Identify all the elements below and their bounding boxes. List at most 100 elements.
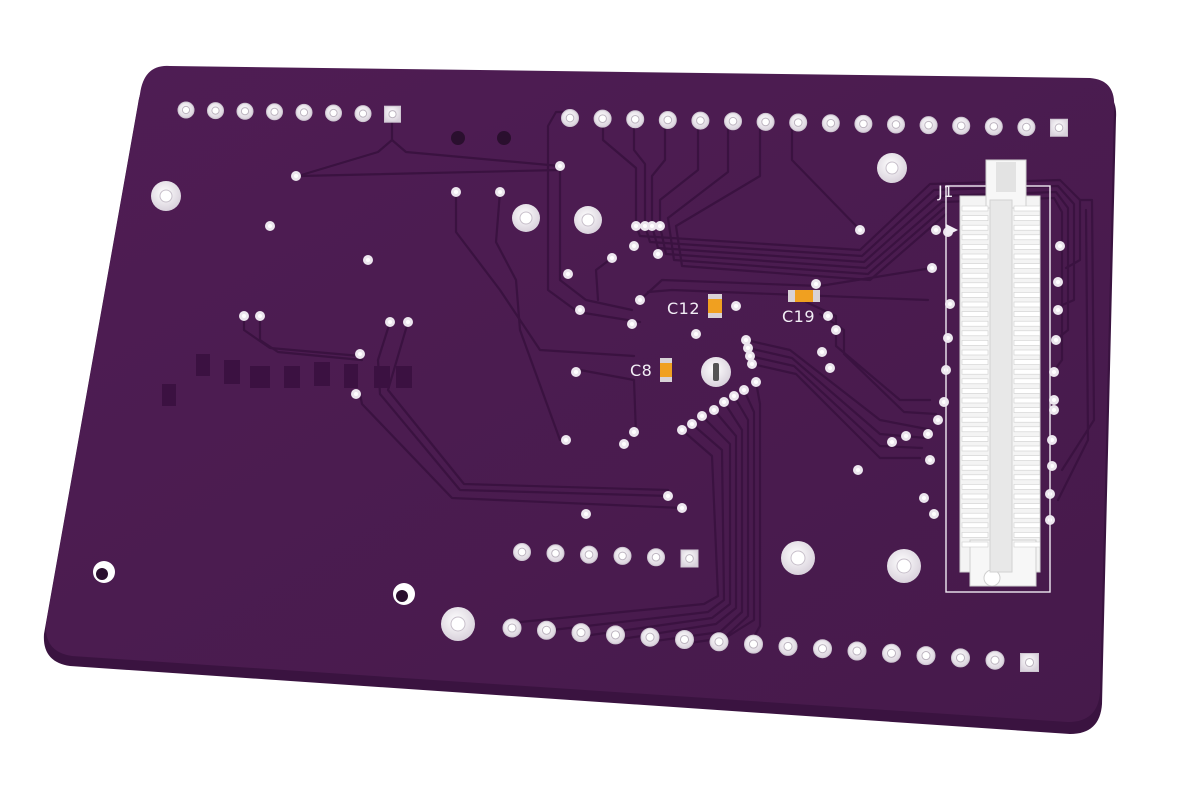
connector-pin bbox=[961, 253, 989, 260]
connector-pin bbox=[1013, 445, 1041, 452]
via bbox=[855, 225, 865, 235]
connector-pin bbox=[1013, 378, 1041, 385]
via bbox=[939, 397, 949, 407]
connector-pin bbox=[961, 541, 989, 548]
connector-pin bbox=[961, 388, 989, 394]
through-hole-pad bbox=[626, 110, 645, 129]
capacitor-icon bbox=[788, 290, 820, 302]
trace bbox=[614, 408, 738, 642]
smd-pad bbox=[344, 364, 358, 388]
trace bbox=[790, 122, 862, 232]
connector-pin bbox=[1013, 426, 1041, 433]
via bbox=[811, 279, 821, 289]
connector-pin bbox=[961, 455, 989, 461]
through-hole-pad bbox=[384, 105, 401, 123]
capacitor-icon bbox=[660, 358, 672, 382]
mounting-hole-icon bbox=[151, 181, 181, 211]
connector-pins bbox=[961, 205, 1041, 548]
pin1-marker bbox=[946, 224, 958, 236]
trace bbox=[632, 118, 647, 228]
pin-header-bottom-left bbox=[513, 543, 699, 568]
through-hole-pad bbox=[546, 544, 565, 563]
through-hole-pad bbox=[236, 102, 254, 120]
via bbox=[363, 255, 373, 265]
connector-pin bbox=[1013, 493, 1041, 500]
via bbox=[709, 405, 719, 415]
connector-pin bbox=[1013, 205, 1041, 212]
via bbox=[575, 305, 585, 315]
through-hole-pad bbox=[887, 115, 905, 134]
smd-pad bbox=[314, 362, 330, 386]
via bbox=[647, 221, 657, 231]
board-surface bbox=[45, 65, 1115, 722]
mounting-holes bbox=[93, 131, 921, 641]
smd-pad bbox=[396, 366, 412, 388]
connector-pin bbox=[1013, 484, 1041, 490]
via bbox=[817, 347, 827, 357]
trace bbox=[650, 118, 667, 228]
via bbox=[495, 187, 505, 197]
trace bbox=[550, 422, 726, 632]
via bbox=[923, 429, 933, 439]
via bbox=[745, 351, 755, 361]
trace bbox=[674, 120, 762, 228]
connector-pin bbox=[1013, 301, 1041, 308]
capacitor-c8: C8 bbox=[630, 358, 672, 382]
via bbox=[887, 437, 897, 447]
via bbox=[403, 317, 413, 327]
via bbox=[627, 319, 637, 329]
connector-pin bbox=[1013, 532, 1041, 538]
connector-pin bbox=[961, 445, 989, 452]
via bbox=[943, 333, 953, 343]
connector-label: J1 bbox=[937, 182, 954, 201]
through-hole-pad bbox=[1020, 653, 1039, 672]
via bbox=[239, 311, 249, 321]
trace bbox=[666, 206, 946, 276]
via bbox=[555, 161, 565, 171]
mounting-hole-icon bbox=[512, 204, 540, 232]
capacitor-c19: C19 bbox=[782, 290, 820, 326]
trace bbox=[298, 168, 562, 178]
connector-pin bbox=[1013, 474, 1041, 481]
connector-pin bbox=[961, 416, 989, 423]
connector-pin bbox=[1013, 436, 1041, 442]
connector-pin bbox=[1013, 320, 1041, 327]
mounting-hole-icon bbox=[781, 541, 815, 575]
via bbox=[563, 269, 573, 279]
connector-pin bbox=[1013, 359, 1041, 365]
through-hole-pad bbox=[709, 632, 729, 652]
trace bbox=[454, 190, 636, 358]
connector-pin bbox=[1013, 282, 1041, 289]
via bbox=[291, 171, 301, 181]
via bbox=[581, 509, 591, 519]
connector-pin bbox=[961, 493, 989, 500]
through-hole-pad bbox=[502, 618, 522, 638]
connector-pin bbox=[1013, 263, 1041, 269]
through-hole-pad bbox=[882, 643, 901, 663]
via bbox=[619, 439, 629, 449]
via bbox=[1047, 435, 1057, 445]
connector-center-rail bbox=[989, 199, 1013, 573]
connector-latch-slot bbox=[996, 162, 1016, 192]
trace bbox=[582, 414, 732, 638]
connector-pin bbox=[1013, 464, 1041, 471]
trace bbox=[1056, 208, 1090, 502]
connector-pin bbox=[961, 340, 989, 346]
via bbox=[1047, 461, 1057, 471]
connector-pin bbox=[1013, 541, 1041, 548]
via bbox=[743, 343, 753, 353]
connector-pin bbox=[961, 205, 989, 212]
through-hole-pad bbox=[613, 546, 632, 565]
connector-pin bbox=[1013, 368, 1041, 375]
connector-pin bbox=[1013, 455, 1041, 461]
connector-pin bbox=[1013, 512, 1041, 519]
connector-pin bbox=[1013, 292, 1041, 298]
via bbox=[1049, 405, 1059, 415]
via bbox=[1049, 395, 1059, 405]
through-hole-pad bbox=[207, 102, 224, 120]
trace bbox=[658, 118, 700, 228]
trace bbox=[518, 428, 720, 624]
via bbox=[677, 503, 687, 513]
through-hole-pad bbox=[354, 105, 372, 123]
connector-pin bbox=[961, 263, 989, 269]
